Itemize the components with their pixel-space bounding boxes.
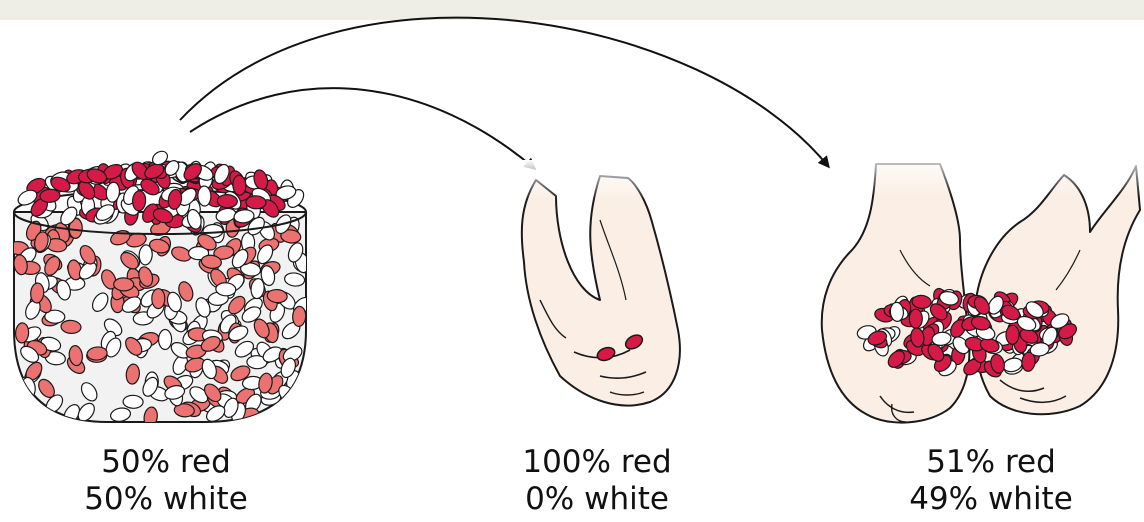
caption-bowl: 50% red 50% white (16, 444, 316, 518)
candy (123, 395, 143, 409)
candy (909, 309, 922, 328)
caption-small-white: 0% white (447, 481, 747, 518)
caption-small-handful: 100% red 0% white (447, 444, 747, 518)
caption-large-white: 49% white (841, 481, 1141, 518)
candy (152, 289, 165, 309)
candy (215, 282, 236, 296)
arrow-to-small-handful (190, 88, 534, 168)
caption-bowl-red: 50% red (16, 444, 316, 481)
caption-bowl-white: 50% white (16, 481, 316, 518)
glass-bowl (6, 149, 315, 428)
caption-large-handful: 51% red 49% white (841, 444, 1141, 518)
caption-large-red: 51% red (841, 444, 1141, 481)
single-hand (505, 160, 690, 406)
caption-small-red: 100% red (447, 444, 747, 481)
candy (246, 195, 266, 209)
candy (198, 186, 212, 206)
candy (158, 329, 171, 349)
candy (1006, 325, 1019, 344)
cupped-hands (822, 150, 1140, 423)
candy (15, 323, 29, 344)
candy (217, 194, 237, 208)
candy (132, 190, 146, 211)
candy (113, 278, 133, 292)
candy (6, 393, 30, 416)
